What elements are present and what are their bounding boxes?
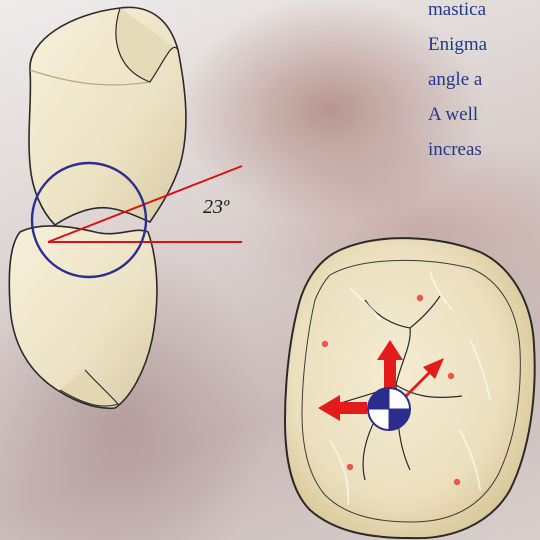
angle-label: 23º: [203, 196, 230, 218]
contact-dot: [417, 295, 423, 301]
occlusal-tooth: [285, 238, 535, 538]
center-of-mass-icon: [368, 388, 410, 430]
occlusal-outline: [285, 238, 535, 538]
upper-tooth: [29, 7, 186, 225]
contact-dot: [322, 341, 328, 347]
contact-dot: [347, 464, 353, 470]
contact-dot: [448, 373, 454, 379]
contact-dot: [454, 479, 460, 485]
